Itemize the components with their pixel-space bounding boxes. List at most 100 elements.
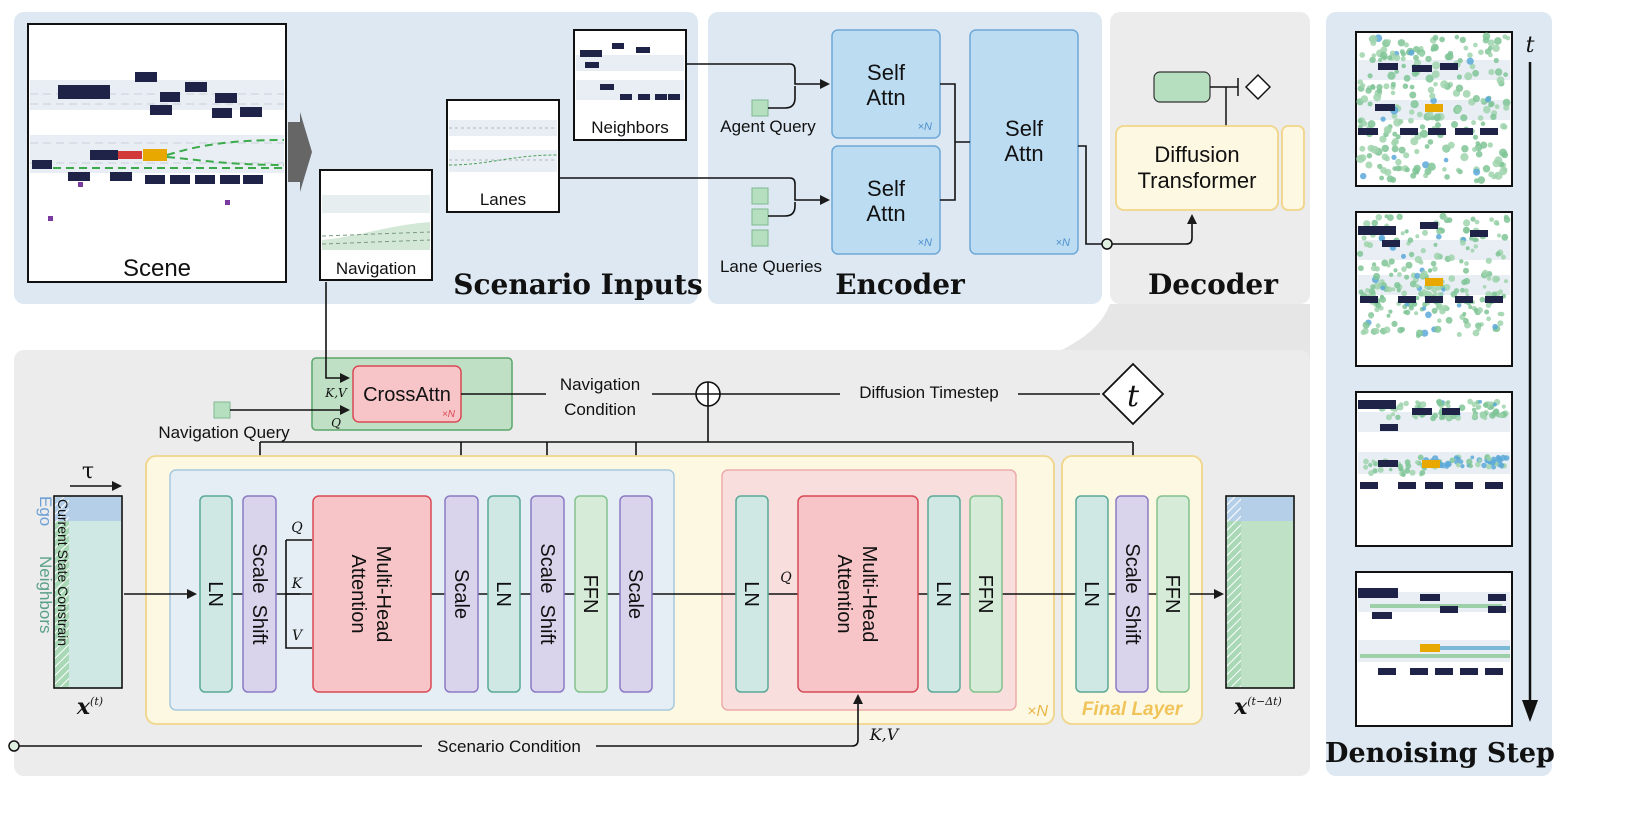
- trajectory-sample-dot: [1397, 327, 1404, 334]
- trajectory-sample-dot: [1492, 323, 1498, 330]
- trajectory-sample-dot: [1445, 461, 1452, 468]
- trajectory-sample-dot: [1458, 404, 1466, 412]
- trajectory-sample-dot: [1447, 141, 1455, 149]
- trajectory-sample-dot: [1379, 51, 1388, 60]
- trajectory-sample-dot: [1381, 259, 1389, 267]
- trajectory-sample-dot: [1479, 296, 1486, 303]
- trajectory-sample-dot: [1435, 284, 1442, 291]
- trajectory-sample-dot: [1365, 288, 1370, 293]
- trajectory-sample-dot: [1470, 248, 1475, 253]
- trajectory-sample-dot: [1414, 148, 1420, 155]
- trajectory-sample-dot: [1494, 37, 1502, 45]
- x-out-label: x(t−Δt): [1233, 694, 1282, 720]
- trajectory-sample-dot: [1427, 162, 1436, 171]
- timestep-diamond: [1101, 362, 1165, 426]
- trajectory-sample-dot: [1459, 259, 1464, 264]
- trajectory-sample-dot: [1403, 42, 1409, 48]
- trajectory-sample-dot: [1387, 214, 1394, 222]
- trajectory-sample-dot: [1409, 84, 1415, 90]
- denoising-frame-2: [1355, 211, 1513, 367]
- trajectory-sample-dot: [1462, 90, 1471, 98]
- trajectory-sample-dot: [1496, 76, 1505, 85]
- trajectory-sample-dot: [1466, 458, 1473, 465]
- trajectory-sample-dot: [1431, 307, 1438, 314]
- trajectory-sample-dot: [1456, 303, 1462, 308]
- trajectory-sample-dot: [1362, 321, 1370, 329]
- trajectory-sample-dot: [1483, 402, 1489, 408]
- trajectory-sample-dot: [1432, 266, 1438, 272]
- trajectory-sample-dot: [1445, 316, 1453, 324]
- trajectory-sample-dot: [1430, 260, 1437, 267]
- trajectory-sample-dot: [1494, 276, 1501, 282]
- trajectory-sample-dot: [1502, 34, 1508, 40]
- trajectory-sample-dot: [1388, 258, 1395, 265]
- ln-label: LN: [204, 581, 226, 607]
- scale-shift-label: Scale Shift: [248, 543, 270, 645]
- trajectory-sample-dot: [1436, 233, 1442, 240]
- mha-label-2: Attention: [347, 555, 369, 634]
- timestep-diamond-label: t: [1127, 379, 1140, 414]
- trajectory-sample-dot: [1433, 113, 1442, 121]
- trajectory-sample-dot: [1409, 109, 1415, 115]
- navigation-query-label: Navigation Query: [158, 423, 290, 442]
- trajectory-sample-dot: [1473, 168, 1481, 176]
- trajectory-sample-dot: [1401, 253, 1406, 259]
- trajectory-sample-dot: [1373, 93, 1382, 102]
- trajectory-sample-dot: [1478, 49, 1484, 55]
- trajectory-sample-dot: [1363, 241, 1370, 248]
- cross-attention-block: [797, 495, 919, 693]
- trajectory-sample-dot: [1367, 144, 1375, 152]
- trajectory-sample-dot: [1456, 456, 1461, 461]
- trajectory-sample-dot: [1484, 309, 1490, 315]
- trajectory-sample-dot: [1465, 246, 1470, 251]
- scenario-condition-node: [8, 740, 20, 752]
- trajectory-sample-dot: [1448, 275, 1456, 282]
- trajectory-sample-dot: [1395, 414, 1401, 420]
- trajectory-sample-dot: [1485, 96, 1492, 103]
- trajectory-sample-dot: [1472, 413, 1478, 419]
- multi-head-attention-block: [312, 495, 432, 693]
- cross-mha-label-2: Attention: [833, 555, 855, 634]
- trajectory-sample-dot: [1386, 175, 1394, 183]
- trajectory-sample-dot: [1488, 101, 1495, 107]
- v-label: V: [292, 628, 304, 644]
- trajectory-sample-dot: [1417, 454, 1424, 461]
- trajectory-sample-dot: [1426, 110, 1434, 118]
- trajectory-sample-dot: [1431, 70, 1440, 79]
- trajectory-sample-dot: [1403, 74, 1411, 82]
- trajectory-sample-dot: [1375, 302, 1382, 309]
- scale-shift-block: [242, 495, 277, 693]
- ln-block: [487, 495, 521, 693]
- trajectory-sample-dot: [1460, 153, 1469, 162]
- trajectory-sample-dot: [1391, 145, 1399, 153]
- trajectory-sample-dot: [1472, 237, 1478, 243]
- trajectory-sample-dot: [1497, 320, 1504, 327]
- qkv-routing: [285, 539, 312, 649]
- decoder-title: Decoder: [1148, 268, 1279, 301]
- trajectory-sample-dot: [1396, 213, 1403, 220]
- trajectory-sample-dot: [1482, 165, 1491, 173]
- trajectory-sample-dot: [1408, 251, 1415, 258]
- trajectory-sample-dot: [1378, 57, 1383, 63]
- trajectory-sample-dot: [1368, 288, 1376, 295]
- self-attn-lane-line1: Self: [867, 176, 906, 201]
- trajectory-sample-dot: [1387, 71, 1396, 80]
- kv-bottom-label: K,V: [869, 725, 900, 744]
- trajectory-sample-dot: [1393, 268, 1398, 273]
- trajectory-sample-dot: [1467, 52, 1473, 58]
- trajectory-sample-dot: [1413, 415, 1419, 420]
- trajectory-sample-dot: [1438, 401, 1444, 406]
- trajectory-sample-dot: [1430, 97, 1437, 104]
- denoising-frame-4: [1355, 571, 1513, 727]
- trajectory-sample-dot: [1371, 219, 1378, 227]
- trajectory-sample-dot: [1404, 467, 1411, 474]
- ln-block: [927, 495, 961, 693]
- trajectory-sample-dot: [1503, 104, 1510, 111]
- trajectory-sample-dot: [1459, 36, 1467, 44]
- trajectory-sample-dot: [1379, 135, 1387, 143]
- trajectory-sample-dot: [1405, 463, 1412, 469]
- trajectory-sample-dot: [1383, 326, 1391, 334]
- time-axis-arrowhead: [1522, 700, 1538, 722]
- self-attn-agent-line2: Attn: [866, 85, 905, 110]
